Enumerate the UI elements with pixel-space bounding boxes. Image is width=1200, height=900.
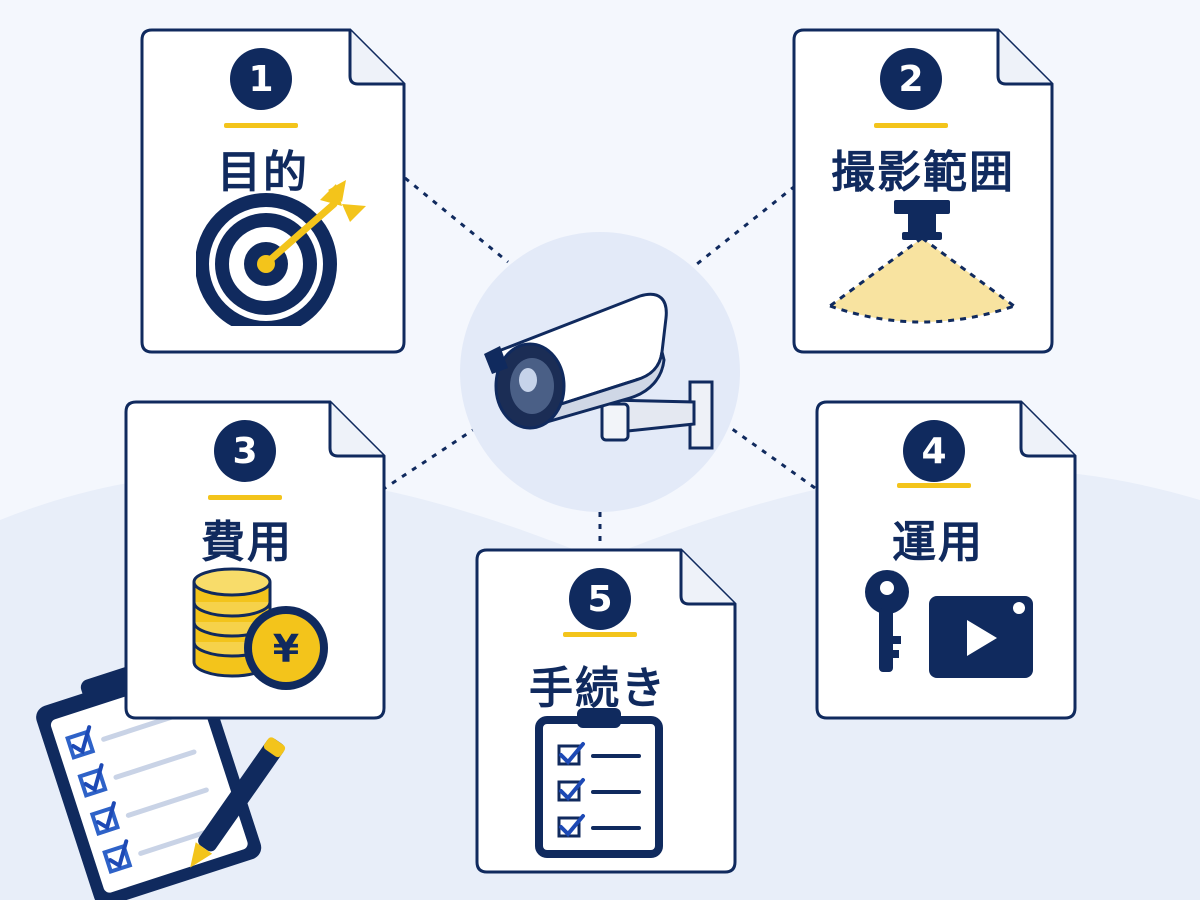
target-dart-icon [196,180,366,326]
card-label: 手続き [529,663,667,714]
number-underline [897,483,971,488]
card-label: 目的 [217,147,309,198]
number-underline [874,123,948,128]
card-cost: 3 費用 ¥ [124,400,386,720]
document-sheet [792,28,1054,354]
card-label: 撮影範囲 [831,147,1015,198]
key-video-icon [865,570,1033,678]
card-label: 費用 [201,517,293,568]
card-operation: 4 運用 [815,400,1077,720]
connector-4 [727,424,816,490]
connector-3 [381,426,477,492]
number-badge: 2 [880,48,942,110]
video-player-icon [929,596,1033,678]
number-underline [224,123,298,128]
yen-coins-icon: ¥ [192,567,328,690]
number-badge: 5 [569,568,631,630]
card-coverage: 2 撮影範囲 [792,28,1054,354]
connector-2 [696,184,796,266]
number-badge: 1 [230,48,292,110]
camera-coverage-icon [829,200,1015,324]
number-underline [563,632,637,637]
number-underline [208,495,282,500]
number-badge: 3 [214,420,276,482]
checklist-clipboard-icon [535,708,663,858]
svg-text:¥: ¥ [273,627,299,671]
security-camera-icon [484,292,714,450]
key-icon [865,570,909,672]
card-label: 運用 [892,517,984,568]
clipboard-pen-icon [36,658,286,900]
card-purpose: 1 目的 [140,28,406,354]
connector-lines [381,176,816,548]
connector-1 [404,176,509,264]
number-badge: 4 [903,420,965,482]
card-procedure: 5 手続き [475,548,737,874]
